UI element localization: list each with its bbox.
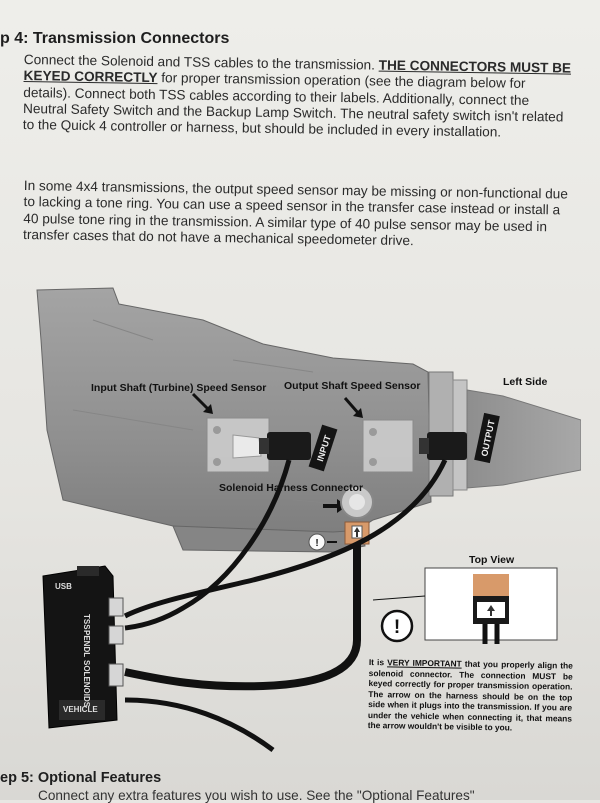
alignment-note: It is VERY IMPORTANT that you properly a… <box>368 657 573 734</box>
input-tag: INPUT <box>308 424 338 472</box>
warning-icon-small <box>308 533 326 551</box>
left-side-label: Left Side <box>503 376 548 388</box>
tail-housing <box>466 389 581 489</box>
vehicle-cable <box>124 697 275 753</box>
input-sensor-arrow <box>191 392 211 412</box>
tcm-tss-label: TSS <box>82 614 91 630</box>
connectors-paragraph: Connect the Solenoid and TSS cables to t… <box>23 52 572 142</box>
output-tag: OUTPUT <box>474 412 500 464</box>
transmission-case <box>36 287 432 547</box>
tcm-pendl-label: PENDL <box>82 630 91 658</box>
output-sensor-label: Output Shaft Speed Sensor <box>284 380 421 392</box>
tcm-vehicle-label: VEHICLE <box>63 705 98 714</box>
top-view-pointer <box>372 595 426 601</box>
output-cable <box>123 458 448 619</box>
input-sensor-label: Input Shaft (Turbine) Speed Sensor <box>91 382 267 394</box>
step-4-heading: p 4: Transmission Connectors <box>0 30 230 47</box>
transmission-diagram: INPUT OUTPUT ! <box>33 280 581 780</box>
step-5-text: Connect any extra features you wish to u… <box>38 788 475 803</box>
output-sensor-arrow <box>343 397 361 415</box>
step-5-heading: ep 5: Optional Features <box>0 770 162 786</box>
speed-sensor-paragraph: In some 4x4 transmissions, the output sp… <box>22 178 568 249</box>
output-connector <box>427 432 467 460</box>
harness-connector-label: Solenoid Harness Connector <box>219 482 364 494</box>
solenoid-cable <box>124 544 361 691</box>
diagram-artwork: INPUT OUTPUT ! <box>36 287 581 753</box>
note-emphasis: VERY IMPORTANT <box>387 657 462 669</box>
note-must: MUST <box>532 670 557 681</box>
tcm-solenoids-label: SOLENOIDS <box>82 660 91 708</box>
top-view-label: Top View <box>469 554 515 566</box>
tcm-usb-label: USB <box>55 582 72 591</box>
input-connector <box>267 432 311 460</box>
svg-text:!: ! <box>315 538 318 549</box>
warning-icon-large <box>380 609 414 643</box>
note-text-a: It is <box>368 657 388 668</box>
svg-text:!: ! <box>394 617 400 638</box>
